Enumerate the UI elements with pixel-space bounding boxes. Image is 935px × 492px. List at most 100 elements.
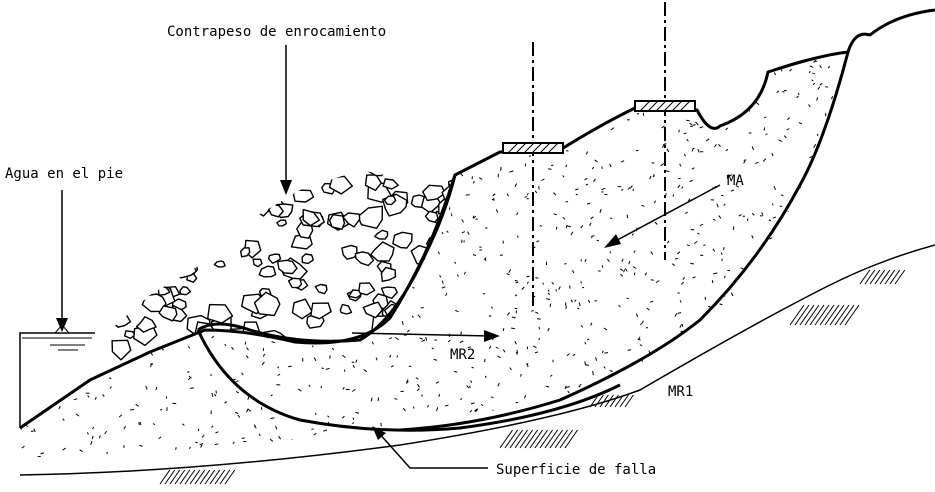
- stipple-mark: [566, 353, 570, 357]
- hatch-line: [524, 429, 539, 449]
- stipple-mark: [678, 129, 680, 133]
- stipple-mark: [370, 397, 373, 402]
- stipple-mark: [549, 374, 553, 377]
- stipple-mark: [135, 233, 139, 237]
- stipple-mark: [723, 275, 726, 279]
- stipple-mark: [341, 354, 346, 358]
- stipple-mark: [110, 113, 113, 116]
- stipple-mark: [526, 363, 529, 368]
- stipple-mark: [688, 422, 691, 425]
- stipple-mark: [311, 428, 314, 430]
- stipple-mark: [534, 190, 538, 194]
- stipple-mark: [712, 218, 716, 221]
- stipple-mark: [666, 148, 670, 153]
- stipple-mark: [40, 74, 43, 79]
- stipple-mark: [776, 90, 780, 94]
- stipple-mark: [526, 192, 529, 196]
- stipple-mark: [146, 224, 150, 226]
- stipple-mark: [391, 58, 395, 63]
- stipple-mark: [594, 417, 598, 420]
- stipple-mark: [514, 294, 518, 297]
- stipple-mark: [752, 396, 755, 399]
- stipple-mark: [114, 144, 117, 148]
- stipple-mark: [505, 81, 508, 84]
- stipple-mark: [711, 339, 714, 342]
- stipple-mark: [211, 425, 214, 428]
- stipple-mark: [406, 329, 410, 333]
- stipple-mark: [459, 340, 464, 343]
- hatch-line: [859, 269, 871, 285]
- stipple-mark: [757, 70, 760, 74]
- stipple-mark: [572, 353, 576, 357]
- rock-fragment: [119, 190, 142, 203]
- stipple-mark: [182, 423, 185, 426]
- stipple-mark: [721, 416, 725, 418]
- stipple-mark: [182, 110, 186, 113]
- stipple-mark: [112, 95, 115, 99]
- stipple-mark: [446, 87, 449, 92]
- stipple-mark: [402, 320, 404, 325]
- stipple-mark: [565, 164, 568, 168]
- stipple-mark: [527, 125, 530, 128]
- stipple-mark: [803, 226, 806, 230]
- stipple-mark: [514, 341, 517, 345]
- stipple-mark: [94, 396, 97, 400]
- stipple-mark: [654, 221, 658, 225]
- stipple-mark: [468, 112, 471, 116]
- stipple-mark: [111, 84, 115, 87]
- stipple-mark: [697, 383, 701, 387]
- stipple-mark: [684, 211, 688, 215]
- stipple-mark: [182, 149, 187, 151]
- stipple-mark: [62, 370, 65, 374]
- stipple-mark: [715, 330, 719, 334]
- hatch-line: [799, 304, 815, 326]
- stipple-mark: [48, 126, 51, 130]
- stipple-mark: [166, 232, 169, 235]
- stipple-mark: [474, 408, 479, 412]
- rock-fragment: [354, 251, 375, 267]
- stipple-mark: [509, 170, 514, 173]
- stipple-mark: [606, 428, 609, 431]
- stipple-mark: [562, 175, 565, 178]
- stipple-mark: [106, 451, 108, 455]
- hatch-line: [879, 269, 891, 285]
- stipple-mark: [730, 189, 735, 192]
- stipple-mark: [620, 160, 625, 163]
- stipple-mark: [809, 204, 813, 207]
- stipple-mark: [540, 113, 545, 116]
- stipple-mark: [841, 188, 845, 191]
- stipple-mark: [446, 441, 451, 445]
- stipple-mark: [790, 324, 794, 328]
- stipple-mark: [79, 88, 82, 92]
- stipple-mark: [103, 227, 106, 231]
- stipple-mark: [628, 418, 632, 420]
- stipple-mark: [797, 212, 801, 215]
- stipple-mark: [601, 265, 604, 268]
- rock-fragment: [95, 190, 123, 216]
- stipple-mark: [211, 335, 215, 339]
- stipple-mark: [123, 425, 127, 430]
- stipple-mark: [144, 215, 147, 218]
- stipple-mark: [663, 383, 665, 387]
- stipple-mark: [637, 338, 641, 341]
- stipple-mark: [160, 188, 164, 192]
- stipple-mark: [156, 213, 159, 217]
- stipple-mark: [537, 56, 541, 59]
- rock-fragment: [291, 298, 313, 320]
- rock-fragment: [364, 174, 382, 192]
- rock-fragment: [341, 244, 358, 260]
- stipple-mark: [352, 388, 356, 392]
- rock-fragment: [328, 213, 346, 230]
- stipple-mark: [690, 262, 695, 265]
- stipple-mark: [264, 171, 267, 175]
- stipple-mark: [163, 225, 166, 228]
- rock-fragment: [151, 244, 168, 257]
- stipple-mark: [642, 112, 645, 116]
- stipple-mark: [201, 434, 205, 438]
- stipple-mark: [586, 338, 590, 341]
- stipple-mark: [635, 435, 639, 439]
- stipple-mark: [604, 352, 609, 354]
- stipple-mark: [796, 95, 799, 99]
- rock-fragment: [380, 266, 397, 282]
- stipple-mark: [360, 84, 365, 87]
